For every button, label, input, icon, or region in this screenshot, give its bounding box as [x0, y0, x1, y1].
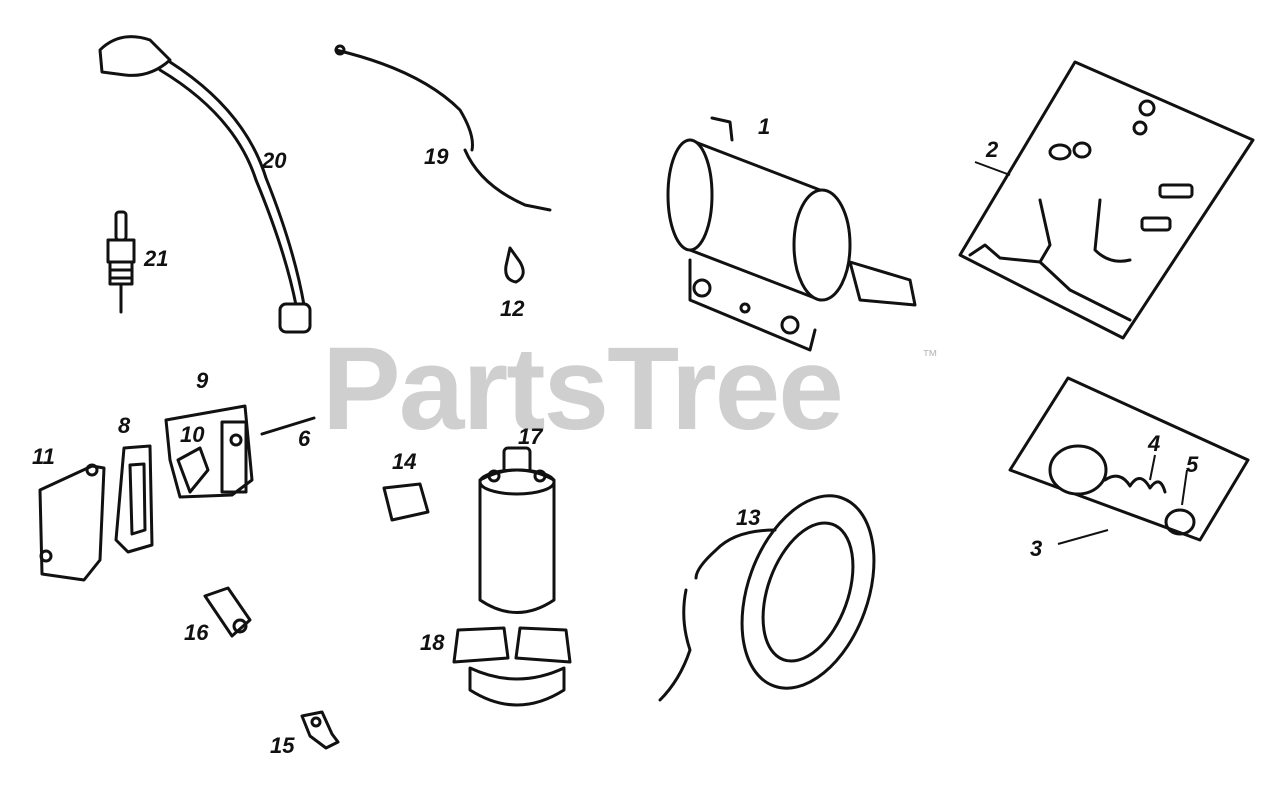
callout-9: 9	[196, 368, 209, 393]
callout-19: 19	[424, 144, 449, 169]
wire-clip	[504, 246, 525, 284]
callout-15: 15	[270, 733, 295, 758]
callout-10: 10	[180, 422, 205, 447]
spark-plug	[106, 210, 136, 314]
breaker-cover-gasket	[114, 444, 154, 554]
callout-18: 18	[420, 630, 445, 655]
callout-17: 17	[518, 424, 543, 449]
callout-8: 8	[118, 413, 131, 438]
callout-20: 20	[262, 148, 287, 173]
breaker-cover	[38, 463, 106, 582]
breaker-plate	[164, 404, 254, 499]
callout-13: 13	[736, 505, 761, 530]
ignition-coil	[478, 446, 556, 614]
starter-motor	[666, 116, 917, 352]
callout-4: 4	[1148, 431, 1161, 456]
callout-21: 21	[144, 246, 169, 271]
drive-kit	[1008, 376, 1250, 542]
starter-kit	[958, 60, 1255, 340]
dowel-pin	[260, 416, 316, 436]
callout-2: 2	[986, 137, 999, 162]
callout-6: 6	[298, 426, 311, 451]
condenser	[203, 586, 252, 638]
spark-plug-lead	[98, 35, 312, 334]
callout-3: 3	[1030, 536, 1043, 561]
watermark-trademark: ™	[922, 348, 938, 365]
watermark-brand: PartsTree	[322, 323, 844, 455]
callout-12: 12	[500, 296, 525, 321]
callout-1: 1	[758, 114, 771, 139]
callout-16: 16	[184, 620, 209, 645]
small-bracket	[300, 710, 340, 750]
stator	[658, 494, 876, 702]
callout-14: 14	[392, 449, 417, 474]
callout-5: 5	[1186, 452, 1199, 477]
coil-bracket	[452, 626, 572, 707]
callout-11: 11	[32, 444, 55, 469]
ground-wire	[334, 44, 552, 212]
rectifier	[382, 482, 430, 522]
